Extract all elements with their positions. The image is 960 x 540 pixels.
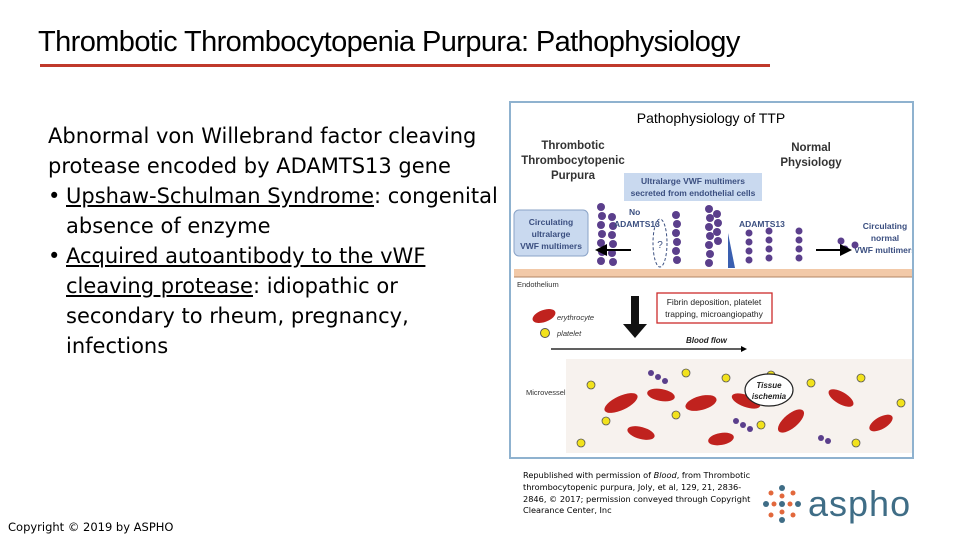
microvessel-label: Microvessel bbox=[526, 388, 566, 397]
ttp-label-line: Thrombocytopenic bbox=[521, 155, 625, 167]
blood-flow-label: Blood flow bbox=[686, 336, 728, 345]
bullet-underlined-text: Upshaw-Schulman Syndrome bbox=[66, 184, 374, 208]
tissue-ischemia-line: Tissue bbox=[756, 381, 782, 390]
image-credit: Republished with permission of Blood, fr… bbox=[523, 470, 753, 517]
ultralarge-label-line: secreted from endothelial cells bbox=[631, 188, 756, 198]
fibrin-label-line: Fibrin deposition, platelet bbox=[667, 297, 762, 307]
ttp-pathophysiology-figure: Pathophysiology of TTP Thrombotic Thromb… bbox=[509, 101, 914, 459]
aspho-logo-text: aspho bbox=[808, 482, 911, 526]
blood-flow-arrow-head bbox=[741, 346, 747, 352]
aspho-logo-mark bbox=[760, 482, 804, 526]
title-underline bbox=[40, 64, 770, 67]
down-arrow-head bbox=[623, 324, 647, 338]
normal-label-line: Physiology bbox=[780, 157, 842, 169]
endothelium-band bbox=[514, 269, 912, 277]
tissue-ischemia-line: ischemia bbox=[752, 392, 787, 401]
bullet-item: • Upshaw-Schulman Syndrome: congenital a… bbox=[48, 181, 498, 241]
normal-label-line: Normal bbox=[791, 142, 831, 154]
ultralarge-label-line: Ultralarge VWF multimers bbox=[641, 176, 745, 186]
credit-prefix: Republished with permission of bbox=[523, 470, 654, 480]
copyright-notice: Copyright © 2019 by ASPHO bbox=[8, 520, 174, 534]
bullet-marker: • bbox=[48, 181, 60, 211]
adamts13-right-label: ADAMTS13 bbox=[739, 219, 785, 229]
intro-text: Abnormal von Willebrand factor cleaving … bbox=[48, 121, 498, 181]
ttp-label-line: Thrombotic bbox=[541, 140, 605, 152]
adamts13-enzyme-shape bbox=[728, 233, 735, 268]
adamts13-left-label: ADAMTS13 bbox=[614, 219, 660, 229]
circulating-left-line: ultralarge bbox=[532, 229, 571, 239]
platelet-legend-label: platelet bbox=[556, 329, 582, 338]
missing-enzyme-question: ? bbox=[657, 240, 663, 251]
ttp-label-line: Purpura bbox=[551, 170, 596, 182]
platelet-legend-swatch bbox=[541, 329, 550, 338]
credit-journal: Blood bbox=[654, 470, 677, 480]
erythrocyte-legend-swatch bbox=[531, 306, 558, 325]
figure-title: Pathophysiology of TTP bbox=[637, 110, 785, 126]
tissue-ischemia-callout bbox=[745, 374, 793, 406]
circulating-right-line: normal bbox=[871, 233, 899, 243]
bullet-marker: • bbox=[48, 241, 60, 271]
figure-illustration: Pathophysiology of TTP Thrombotic Thromb… bbox=[511, 103, 914, 459]
endothelium-label: Endothelium bbox=[517, 280, 559, 289]
fibrin-label-line: trapping, microangiopathy bbox=[665, 309, 764, 319]
logo-dot-pattern bbox=[763, 485, 801, 523]
circulating-left-line: VWF multimers bbox=[520, 241, 582, 251]
slide-title: Thrombotic Thrombocytopenia Purpura: Pat… bbox=[38, 26, 928, 59]
circulating-right-line: Circulating bbox=[863, 221, 907, 231]
down-arrow-shaft bbox=[631, 296, 639, 324]
body-text: Abnormal von Willebrand factor cleaving … bbox=[48, 121, 498, 361]
erythrocyte-legend-label: erythrocyte bbox=[557, 313, 594, 322]
circulating-right-line: VWF multimers bbox=[854, 245, 914, 255]
aspho-logo: aspho bbox=[760, 482, 950, 526]
circulating-left-line: Circulating bbox=[529, 217, 573, 227]
no-adamts-label: No bbox=[629, 207, 640, 217]
bullet-item: • Acquired autoantibody to the vWF cleav… bbox=[48, 241, 498, 361]
